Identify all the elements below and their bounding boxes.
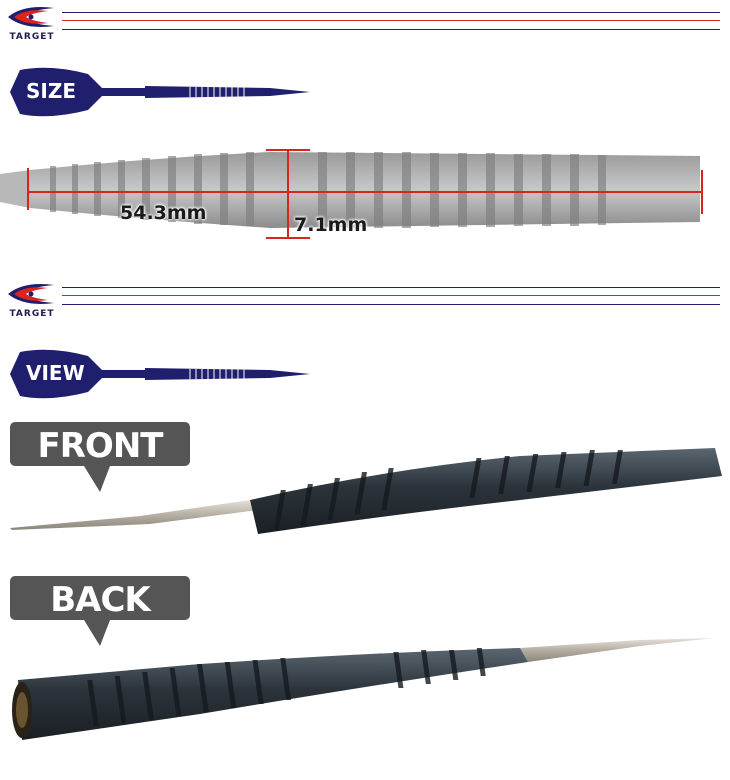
length-dimension-label: 54.3mm (120, 202, 207, 224)
header-rule (62, 12, 720, 13)
target-logo: TARGET (4, 279, 58, 323)
view-section-label: VIEW (26, 361, 85, 385)
dart-badge-icon (10, 349, 310, 399)
front-dart-image (10, 448, 722, 534)
header-rule (62, 304, 720, 305)
back-view-label: BACK (50, 580, 151, 620)
front-view-label: FRONT (37, 426, 164, 466)
header-rule (62, 295, 720, 296)
diameter-dimension-label: 7.1mm (294, 214, 368, 236)
back-callout: BACK (10, 576, 190, 654)
size-section-label: SIZE (26, 79, 77, 103)
target-logo-icon (8, 7, 54, 27)
logo-wordmark: TARGET (9, 32, 55, 42)
logo-wordmark: TARGET (9, 309, 55, 319)
target-logo: TARGET (4, 2, 58, 46)
back-dart-image (12, 638, 714, 740)
size-section-badge: SIZE (10, 66, 310, 118)
view-section-badge: VIEW (10, 348, 310, 400)
dart-badge-icon (10, 67, 310, 117)
header-rule (62, 29, 720, 30)
header-rule (62, 287, 720, 288)
header-rule (62, 20, 720, 21)
dart-size-diagram (0, 149, 703, 239)
target-logo-icon (8, 284, 54, 304)
front-callout: FRONT (10, 422, 190, 500)
